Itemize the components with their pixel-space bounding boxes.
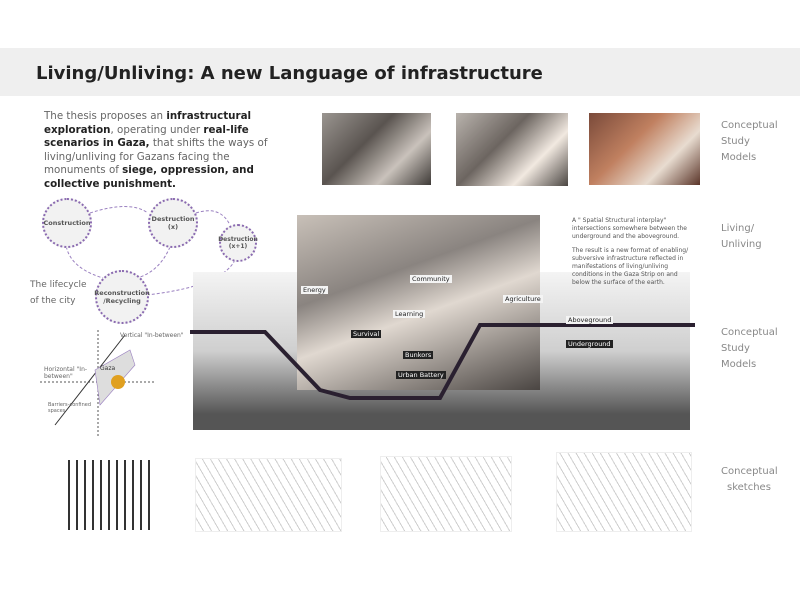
sketch-barrier-image [62, 460, 150, 530]
page-title: Living/Unliving: A new Language of infra… [36, 63, 543, 84]
section-ground-line [190, 323, 695, 400]
label-line: Conceptual [721, 120, 778, 131]
section-note: A " Spatial Structural interplay" inters… [572, 217, 692, 287]
section-model-photo [297, 215, 540, 390]
lifecycle-destruction-x1: Destruction (x+1) [218, 224, 258, 262]
label-urban-battery: Urban Battery [396, 371, 446, 379]
sketch-3 [556, 452, 692, 532]
label-line: Conceptual [721, 327, 778, 338]
study-model-photo-1 [322, 113, 431, 185]
gaza-axes-diagram [40, 330, 155, 438]
lifecycle-construction: Construction [42, 198, 92, 248]
label-agriculture: Agriculture [503, 295, 543, 303]
label-community: Community [410, 275, 452, 283]
label-survival: Survival [351, 330, 382, 338]
note-paragraph: A " Spatial Structural interplay" inters… [572, 217, 687, 240]
intro-part: The thesis proposes an [44, 110, 167, 122]
label-line: Living/ [721, 223, 755, 234]
label-line: Models [721, 152, 757, 163]
label-aboveground: Aboveground [566, 316, 614, 324]
label-line: Study [721, 343, 750, 354]
sketch-2 [380, 456, 512, 532]
horizontal-label: Horizontal "In-between" [44, 366, 88, 380]
lifecycle-reconstruction: Reconstruction /Recycling [94, 270, 150, 324]
side-label-living: Living/Unliving [721, 221, 762, 253]
study-model-photo-3 [589, 113, 700, 185]
label-learning: Learning [393, 310, 426, 318]
header-band [0, 48, 800, 96]
note-paragraph: The result is a new format of enabling/ … [572, 247, 689, 286]
lifecycle-label: The lifecycle of the city [30, 277, 87, 309]
intro-bold: infrastructural exploration [44, 110, 252, 136]
sketch-1 [195, 458, 342, 532]
lifecycle-destruction-x: Destruction (x) [148, 198, 198, 248]
label-line: The lifecycle [30, 280, 87, 290]
label-line: Models [721, 359, 757, 370]
label-line: Conceptual [721, 466, 778, 477]
label-line: sketches [727, 482, 771, 493]
gaza-label: Gaza [100, 365, 116, 372]
vertical-label: Vertical "In-between" [120, 332, 184, 339]
intro-text: The thesis proposes an infrastructural e… [44, 110, 294, 191]
barriers-label: Barriers-confined spaces [48, 402, 91, 414]
intro-part: that shifts the ways of living/unliving … [44, 137, 268, 176]
label-line: Unliving [721, 239, 762, 250]
label-line: Study [721, 136, 750, 147]
label-underground: Underground [566, 340, 613, 348]
side-label-sketches: Conceptual sketches [721, 464, 778, 496]
label-line: of the city [30, 296, 76, 306]
intro-part: , operating under [110, 123, 204, 136]
intro-bold: siege, oppression, and collective punish… [44, 164, 254, 190]
label-energy: Energy [301, 286, 328, 294]
label-bunkers: Bunkors [403, 351, 434, 359]
study-model-photo-2 [456, 113, 568, 186]
intro-bold: real-life scenarios in Gaza, [44, 123, 249, 150]
